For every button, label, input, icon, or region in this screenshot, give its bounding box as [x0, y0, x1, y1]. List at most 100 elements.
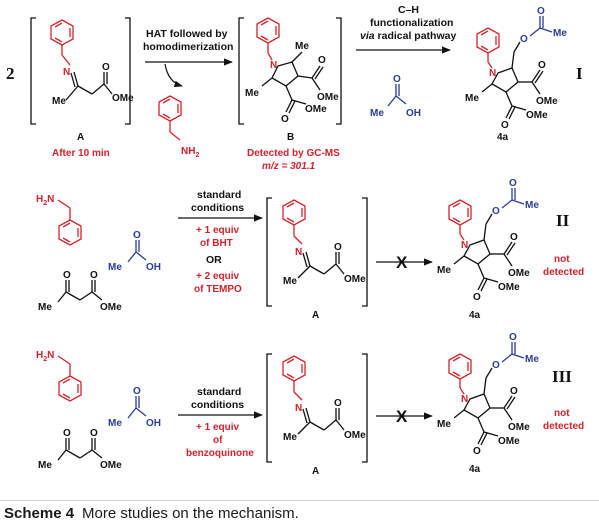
caption-label: Scheme 4	[4, 505, 75, 522]
row2-product-label: 4a	[469, 310, 481, 321]
row3-acid-OH: OH	[146, 418, 161, 429]
compound-B-structure	[256, 17, 324, 114]
caption-text: More studies on the mechanism.	[82, 505, 299, 522]
row2-bracket-right	[362, 197, 368, 307]
row2-Me: Me	[38, 302, 52, 313]
row2-A-N: N	[295, 247, 302, 258]
row2-or: OR	[206, 254, 222, 266]
bracket-B-left	[238, 17, 244, 125]
compound-A-time: After 10 min	[52, 148, 110, 159]
detected-line2: m/z = 301.1	[262, 161, 316, 172]
bracket-B-right	[336, 17, 342, 125]
row3-OMe: OMe	[100, 460, 122, 471]
row2-ester-O2: O	[509, 178, 517, 189]
row2-benzylamine	[57, 199, 82, 246]
caption-rule	[0, 500, 599, 501]
step2-line2: functionalization	[370, 17, 453, 29]
row3-compound-A	[282, 355, 345, 435]
row3: H2N O Me OH O O Me OMe standard conditio…	[36, 332, 584, 477]
bracket-right	[125, 17, 131, 125]
row3-status-line1: not	[554, 408, 570, 419]
arrow-byproduct	[164, 63, 183, 88]
row2-product-O2: O	[473, 292, 481, 303]
row3-product-label: 4a	[469, 464, 481, 475]
row3-A-N: N	[295, 403, 302, 414]
row3-A-O: O	[334, 398, 342, 409]
ester-Me: Me	[553, 28, 567, 39]
row2-compound-A	[282, 199, 345, 279]
compound-B-label: B	[287, 132, 294, 143]
row3-A-OMe: OMe	[344, 430, 366, 441]
scheme-caption: Scheme 4 More studies on the mechanism.	[4, 502, 595, 526]
row2-cond-line2: conditions	[191, 202, 244, 214]
row3-status-line2: detected	[543, 421, 584, 432]
stoich-coefficient: 2	[6, 64, 15, 83]
row2-acid-O: O	[133, 230, 141, 241]
row3-acetoacetate	[57, 438, 103, 461]
row2-ester-O: O	[492, 206, 500, 217]
row2-cross-mark: X	[396, 253, 408, 272]
row3-add-line1: + 1 equiv	[196, 422, 240, 433]
nh2-label: NH2	[181, 146, 199, 159]
row3-benzylamine	[57, 355, 82, 402]
row3-product-OMe1: OMe	[508, 422, 530, 433]
product-Me: Me	[465, 93, 479, 104]
step1-line1: HAT followed by	[146, 28, 228, 40]
row3-O1: O	[63, 428, 71, 439]
row2-product-O1: O	[510, 232, 518, 243]
atom-Me: Me	[52, 96, 66, 107]
row2-O2: O	[90, 270, 98, 281]
row3-cross-mark: X	[396, 407, 408, 426]
row3-add-line2: of	[213, 435, 223, 446]
row3-bracket-left	[266, 353, 272, 463]
atom-Me-B1: Me	[295, 41, 309, 52]
atom-O-B1: O	[318, 55, 326, 66]
row2-ester-Me: Me	[525, 200, 539, 211]
row3-product	[448, 342, 525, 446]
acetic-acid-structure	[387, 84, 407, 107]
row3-bracket-right	[362, 353, 368, 463]
row2: H2N O Me OH O O Me OMe standard conditio…	[36, 178, 584, 321]
acid-OH: OH	[406, 108, 421, 119]
mechanism-scheme: 2 N O Me OMe A After 10 min HAT followed…	[6, 4, 584, 477]
atom-N-B: N	[270, 60, 277, 71]
row3-acid-Me: Me	[108, 418, 122, 429]
row2-O1: O	[63, 270, 71, 281]
compound-A-label: A	[77, 132, 84, 143]
row1: 2 N O Me OMe A After 10 min HAT followed…	[6, 4, 583, 172]
product-O1: O	[538, 60, 546, 71]
atom-O-B2: O	[281, 114, 289, 125]
row2-A-OMe: OMe	[344, 274, 366, 285]
atom-OMe-B1: OMe	[317, 92, 339, 103]
acid-O: O	[393, 74, 401, 85]
row2-A-O: O	[334, 242, 342, 253]
atom-N: N	[63, 67, 70, 78]
row3-product-N: N	[461, 394, 468, 405]
row3-add-line3: benzoquinone	[186, 448, 254, 459]
row2-product-Me: Me	[437, 265, 451, 276]
row2-status-line2: detected	[543, 267, 584, 278]
row3-acetic-acid	[127, 396, 147, 419]
row2-add1-line1: + 1 equiv	[196, 225, 240, 236]
product-OMe1: OMe	[536, 96, 558, 107]
row3-product-Me: Me	[437, 419, 451, 430]
row2-acetoacetate	[57, 280, 103, 303]
row3-product-OMe2: OMe	[498, 436, 520, 447]
detected-line1: Detected by GC-MS	[247, 148, 340, 159]
row2-product-N: N	[461, 240, 468, 251]
row3-cond-line2: conditions	[191, 399, 244, 411]
row2-A-Me: Me	[283, 276, 297, 287]
row2-product	[448, 188, 525, 292]
row3-ester-O2: O	[509, 332, 517, 343]
row2-product-OMe1: OMe	[508, 268, 530, 279]
row3-ester-Me: Me	[525, 354, 539, 365]
row2-bracket-left	[266, 197, 272, 307]
roman-III: III	[552, 367, 572, 386]
product-4a-structure	[476, 16, 553, 120]
row2-status-line1: not	[554, 254, 570, 265]
row2-add1-line2: of BHT	[200, 238, 233, 249]
ester-O: O	[520, 34, 528, 45]
row2-H2N: H2N	[36, 194, 54, 207]
row2-acetic-acid	[127, 240, 147, 263]
row2-cond-line1: standard	[197, 189, 241, 201]
